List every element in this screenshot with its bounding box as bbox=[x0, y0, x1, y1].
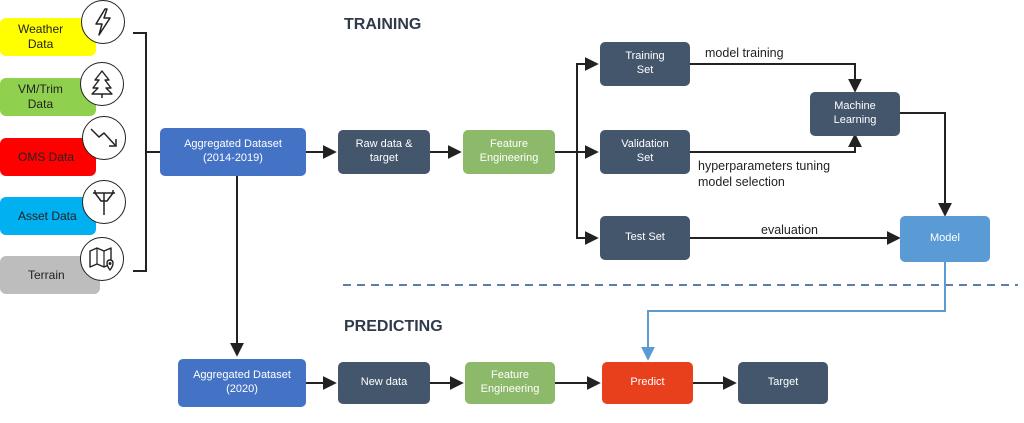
validation-to-ml-edge bbox=[690, 133, 862, 153]
weather-data-label: Weather Data bbox=[18, 22, 64, 51]
model-training-label: model training bbox=[705, 46, 784, 60]
predict-node: Predict bbox=[602, 362, 693, 404]
model-to-predict-edge bbox=[641, 262, 946, 361]
new-data-label: New data bbox=[360, 376, 408, 389]
aggregated-dataset-2014-2019-node: Aggregated Dataset (2014-2019) bbox=[160, 128, 306, 176]
feature-engineering-training-label: Feature Engineering bbox=[479, 138, 539, 164]
lightning-icon bbox=[81, 0, 125, 44]
training-set-label: Training Set bbox=[625, 50, 665, 76]
validation-set-label: Validation Set bbox=[621, 138, 669, 164]
feature-engineering-training-node: Feature Engineering bbox=[463, 130, 555, 174]
weather-data-source: Weather Data bbox=[0, 18, 96, 56]
training-set-node: Training Set bbox=[600, 42, 690, 86]
hyperparameters-label: hyperparameters tuning model selection bbox=[698, 159, 831, 190]
asset-data-source: Asset Data bbox=[0, 197, 96, 235]
asset-data-label: Asset Data bbox=[18, 208, 77, 223]
validation-set-node: Validation Set bbox=[600, 130, 690, 174]
predict-label: Predict bbox=[630, 376, 665, 389]
oms-data-source: OMS Data bbox=[0, 138, 96, 176]
split-to-test-edge bbox=[576, 152, 599, 245]
target-node: Target bbox=[738, 362, 828, 404]
model-node: Model bbox=[900, 216, 990, 262]
source-bracket bbox=[133, 32, 147, 272]
ml-to-model-edge bbox=[900, 112, 952, 217]
test-set-node: Test Set bbox=[600, 216, 690, 260]
aggregated-dataset-2020-node: Aggregated Dataset (2020) bbox=[178, 359, 306, 407]
evaluation-label: evaluation bbox=[761, 223, 818, 237]
feature-engineering-predicting-node: Feature Engineering bbox=[465, 362, 555, 404]
terrain-label: Terrain bbox=[28, 267, 65, 282]
feature-engineering-predicting-label: Feature Engineering bbox=[480, 369, 540, 395]
trend-down-icon bbox=[82, 116, 126, 160]
power-pole-icon bbox=[82, 180, 126, 224]
training-to-ml-edge bbox=[690, 63, 862, 93]
machine-learning-node: Machine Learning bbox=[810, 92, 900, 136]
vm-trim-data-label: VM/Trim Data bbox=[18, 82, 63, 111]
aggregated-dataset-2014-2019-label: Aggregated Dataset (2014-2019) bbox=[184, 138, 282, 164]
test-set-label: Test Set bbox=[625, 231, 665, 244]
raw-data-node: Raw data & target bbox=[338, 130, 430, 174]
predicting-heading: PREDICTING bbox=[344, 318, 443, 335]
new-data-node: New data bbox=[338, 362, 430, 404]
oms-data-label: OMS Data bbox=[18, 149, 75, 164]
tree-icon bbox=[80, 62, 124, 106]
raw-data-label: Raw data & target bbox=[355, 138, 413, 164]
aggregated-dataset-2020-label: Aggregated Dataset (2020) bbox=[193, 369, 291, 395]
machine-learning-label: Machine Learning bbox=[833, 100, 877, 126]
model-label: Model bbox=[930, 232, 960, 245]
split-to-training-edge bbox=[576, 57, 599, 152]
target-label: Target bbox=[767, 376, 799, 389]
map-pin-icon bbox=[80, 237, 124, 281]
training-heading: TRAINING bbox=[344, 16, 422, 33]
